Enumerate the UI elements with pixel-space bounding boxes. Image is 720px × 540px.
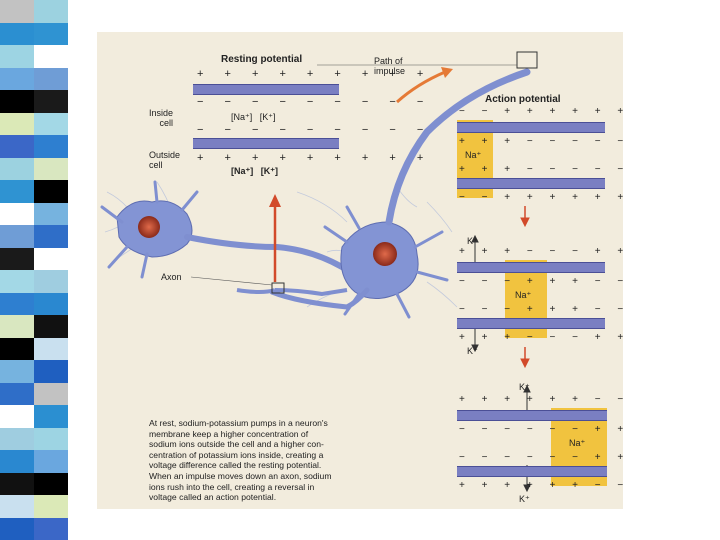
resting-membrane-upper bbox=[193, 84, 339, 95]
caption-line: When an impulse moves down an axon, sodi… bbox=[149, 471, 389, 482]
stripe-block bbox=[0, 383, 34, 406]
stripe-block bbox=[34, 315, 68, 338]
stripe-block bbox=[34, 405, 68, 428]
action-stage1-inner-upper: + + + − − − − − − bbox=[459, 136, 623, 147]
stripe-block bbox=[34, 383, 68, 406]
caption-text: At rest, sodium-potassium pumps in a neu… bbox=[149, 418, 389, 503]
action-stage3-inner-lower: − − − − − − + + + bbox=[459, 452, 623, 463]
stripe-block bbox=[0, 293, 34, 316]
caption-line: voltage called an action potential. bbox=[149, 492, 389, 503]
stripe-block bbox=[0, 248, 34, 271]
stripe-block bbox=[0, 68, 34, 91]
outside-cell-label: Outside cell bbox=[149, 150, 180, 170]
action-stage3-inner-upper: − − − − − − + + + bbox=[459, 424, 623, 435]
stripe-block bbox=[0, 428, 34, 451]
decorative-stripe bbox=[0, 0, 70, 540]
action-stage2-inner-upper: − − − + + + − − − bbox=[459, 276, 623, 287]
stripe-block bbox=[34, 450, 68, 473]
action-stage2-bottom-charges: + + + − − − + + + bbox=[459, 332, 623, 343]
action-stage3-membrane-lower bbox=[457, 466, 607, 477]
stripe-block bbox=[0, 113, 34, 136]
resting-potential-title: Resting potential bbox=[221, 54, 302, 65]
potassium-label-3-top: K⁺ bbox=[519, 382, 530, 393]
action-stage3-membrane-upper bbox=[457, 410, 607, 421]
stripe-block bbox=[34, 428, 68, 451]
stripe-block bbox=[34, 225, 68, 248]
stripe-block bbox=[34, 270, 68, 293]
stripe-block bbox=[34, 248, 68, 271]
caption-line: centration of potassium ions inside, cre… bbox=[149, 450, 389, 461]
stripe-block bbox=[34, 45, 68, 68]
resting-inner-charges-lower: − − − − − − − − − bbox=[197, 124, 432, 136]
stripe-block bbox=[0, 180, 34, 203]
stripe-block bbox=[34, 518, 68, 540]
stripe-block bbox=[0, 23, 34, 46]
stripe-block bbox=[0, 360, 34, 383]
stripe-block bbox=[0, 225, 34, 248]
stripe-block bbox=[0, 473, 34, 496]
stripe-block bbox=[34, 203, 68, 226]
stripe-block bbox=[0, 45, 34, 68]
stripe-block bbox=[0, 315, 34, 338]
stripe-block bbox=[0, 495, 34, 518]
action-stage3-bottom-charges: + + + + + + − − − bbox=[459, 480, 623, 491]
resting-bottom-charges: + + + + + + + + + bbox=[197, 152, 432, 164]
neuron-diagram: Resting potential + + + + + + + + + − − … bbox=[97, 32, 623, 509]
stripe-block bbox=[0, 450, 34, 473]
stripe-block bbox=[0, 270, 34, 293]
stripe-block bbox=[34, 338, 68, 361]
action-potential-title: Action potential bbox=[485, 94, 561, 105]
axon-label: Axon bbox=[161, 272, 182, 282]
action-stage1-membrane-upper bbox=[457, 122, 605, 133]
action-stage1-inner-lower: + + + − − − − − − bbox=[459, 164, 623, 175]
stripe-block bbox=[0, 405, 34, 428]
caption-line: membrane keep a higher concentration of bbox=[149, 429, 389, 440]
stripe-block bbox=[0, 90, 34, 113]
stripe-block bbox=[34, 135, 68, 158]
path-of-impulse-label: Path of impulse bbox=[374, 56, 405, 76]
action-stage2-membrane-lower bbox=[457, 318, 605, 329]
stripe-block bbox=[34, 180, 68, 203]
stripe-block bbox=[34, 68, 68, 91]
stripe-block bbox=[34, 113, 68, 136]
stripe-block bbox=[34, 23, 68, 46]
action-stage3-top-charges: + + + + + + − − − bbox=[459, 394, 623, 405]
stripe-block bbox=[0, 158, 34, 181]
sodium-label-1: Na⁺ bbox=[465, 150, 481, 161]
resting-outside-ions: [Na⁺] [K⁺] bbox=[231, 166, 278, 177]
resting-inside-ions: [Na⁺] [K⁺] bbox=[231, 112, 276, 123]
action-stage2-inner-lower: − − − + + + − − − bbox=[459, 304, 623, 315]
stripe-block bbox=[34, 495, 68, 518]
stripe-block bbox=[0, 338, 34, 361]
action-stage1-bottom-charges: − − + + + + + + + bbox=[459, 192, 623, 203]
stripe-block bbox=[0, 518, 34, 540]
stripe-block bbox=[34, 0, 68, 23]
stripe-block bbox=[34, 293, 68, 316]
resting-inner-charges-upper: − − − − − − − − − bbox=[197, 96, 432, 108]
inside-cell-label: Inside cell bbox=[149, 108, 173, 128]
stripe-block bbox=[0, 0, 34, 23]
stripe-block bbox=[34, 473, 68, 496]
stripe-block bbox=[34, 158, 68, 181]
action-stage1-membrane-lower bbox=[457, 178, 605, 189]
action-stage1-top-charges: − − + + + + + + + bbox=[459, 106, 623, 117]
potassium-label-3-bottom: K⁺ bbox=[519, 494, 530, 505]
caption-line: ions rush into the cell, creating a reve… bbox=[149, 482, 389, 493]
action-stage2-membrane-upper bbox=[457, 262, 605, 273]
action-stage2-top-charges: + + + − − − + + + bbox=[459, 246, 623, 257]
sodium-label-3: Na⁺ bbox=[569, 438, 585, 449]
stripe-block bbox=[0, 203, 34, 226]
sodium-label-2: Na⁺ bbox=[515, 290, 531, 301]
stripe-block bbox=[0, 135, 34, 158]
potassium-label-2-bottom: K⁺ bbox=[467, 346, 478, 357]
stripe-block bbox=[34, 90, 68, 113]
stripe-block bbox=[34, 360, 68, 383]
caption-line: voltage difference called the resting po… bbox=[149, 460, 389, 471]
resting-membrane-lower bbox=[193, 138, 339, 149]
caption-line: At rest, sodium-potassium pumps in a neu… bbox=[149, 418, 389, 429]
caption-line: sodium ions outside the cell and a highe… bbox=[149, 439, 389, 450]
